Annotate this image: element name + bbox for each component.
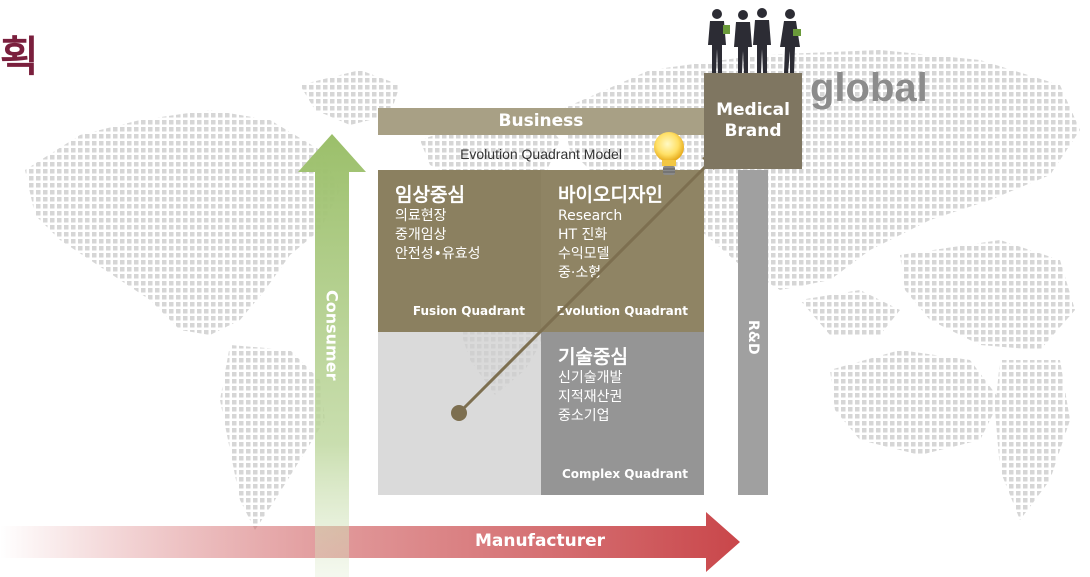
quadrant-item: 의료현장 (395, 208, 447, 224)
complex-quadrant: 기술중심 신기술개발 지적재산권 중소기업 Complex Quadrant (541, 332, 704, 495)
lightbulb-icon (654, 132, 684, 175)
rd-bar (738, 170, 768, 495)
quadrant-item: HT 진화 (558, 227, 608, 243)
quadrant-item: 지적재산권 (558, 389, 623, 405)
consumer-arrow (298, 134, 366, 577)
page-title: 획 (0, 32, 39, 81)
quadrant-item: Research (558, 208, 623, 224)
quadrant-title: 기술중심 (558, 346, 628, 368)
fusion-quadrant: 임상중심 의료현장 중개임상 안전성•유효성 Fusion Quadrant (378, 170, 541, 332)
medical-brand-line1: Medical (716, 99, 790, 120)
quadrant-title: 바이오디자인 (558, 184, 663, 206)
quadrant-item: 중개임상 (395, 227, 447, 243)
people-silhouettes-icon (708, 8, 801, 73)
medical-brand-line2: Brand (724, 121, 782, 141)
quadrant-caption: Fusion Quadrant (412, 304, 525, 318)
quadrant-items: 신기술개발 지적재산권 중소기업 (558, 369, 622, 426)
quadrant-item: 수익모델 (558, 246, 610, 262)
manufacturer-arrow (0, 512, 740, 572)
quadrant-items: 의료현장 중개임상 안전성•유효성 (395, 207, 481, 264)
quadrant-item: 안전성•유효성 (395, 246, 481, 262)
rd-label: R&D (745, 319, 761, 355)
quadrant-caption: Complex Quadrant (561, 467, 688, 481)
quadrant-item: 신기술개발 (558, 370, 623, 386)
quadrant-title: 임상중심 (395, 184, 465, 206)
consumer-label: Consumer (322, 289, 342, 381)
quadrant-caption: Evolution Quadrant (556, 304, 688, 318)
medical-brand-box: Medical Brand (704, 73, 802, 169)
evolution-arrow (451, 146, 726, 421)
model-label: Evolution Quadrant Model (460, 146, 622, 162)
business-bar: Business (378, 108, 704, 135)
global-label: global (810, 66, 928, 110)
quadrant-items: Research HT 진화 수익모델 중·소형 (558, 207, 622, 283)
quadrant-item: 중·소형 (558, 265, 602, 281)
manufacturer-label: Manufacturer (474, 531, 606, 551)
quadrant-item: 중소기업 (558, 408, 610, 424)
